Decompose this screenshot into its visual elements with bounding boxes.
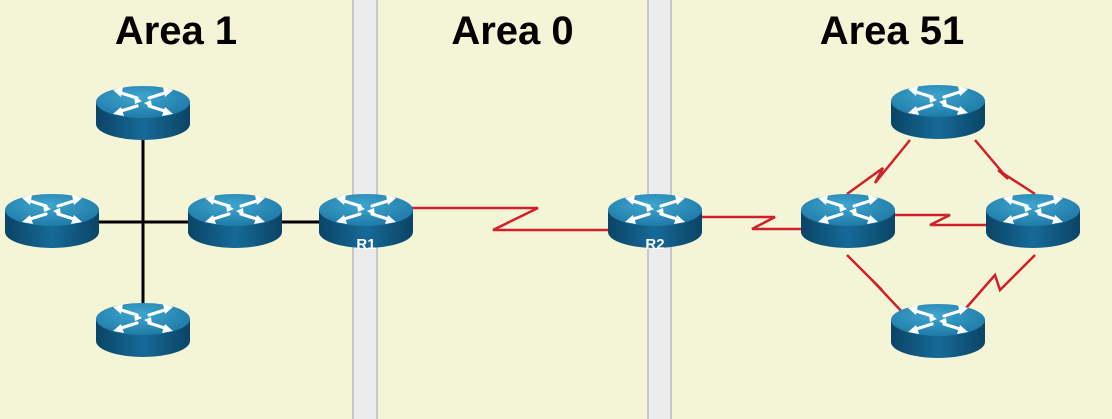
area-1-title: Area 1 — [114, 9, 238, 53]
router-area1-bottom — [94, 301, 192, 359]
serial-link-area51-middle — [890, 213, 990, 227]
area-0-panel: Area 0 — [376, 0, 649, 419]
router-area1-center — [186, 192, 284, 250]
serial-link-area51-top-right — [974, 139, 1036, 196]
router-area51-right — [984, 192, 1082, 250]
serial-link-area51-bottom-left — [846, 254, 906, 316]
serial-link-r1-r2 — [410, 206, 610, 232]
serial-link-r2-area51 — [700, 215, 808, 231]
router-r1-label: R1 — [356, 236, 375, 253]
serial-link-area51-top-left — [846, 139, 911, 196]
router-area51-left — [799, 192, 897, 250]
router-area1-top — [94, 84, 192, 142]
router-area51-bottom — [889, 302, 987, 360]
serial-links — [410, 139, 1036, 316]
serial-link-area51-bottom-right — [959, 254, 1036, 316]
router-area1-left — [3, 192, 101, 250]
area-0-title: Area 0 — [451, 9, 574, 53]
router-area51-top — [889, 83, 987, 141]
area-51-title: Area 51 — [819, 9, 965, 53]
router-r2-label: R2 — [645, 236, 664, 253]
